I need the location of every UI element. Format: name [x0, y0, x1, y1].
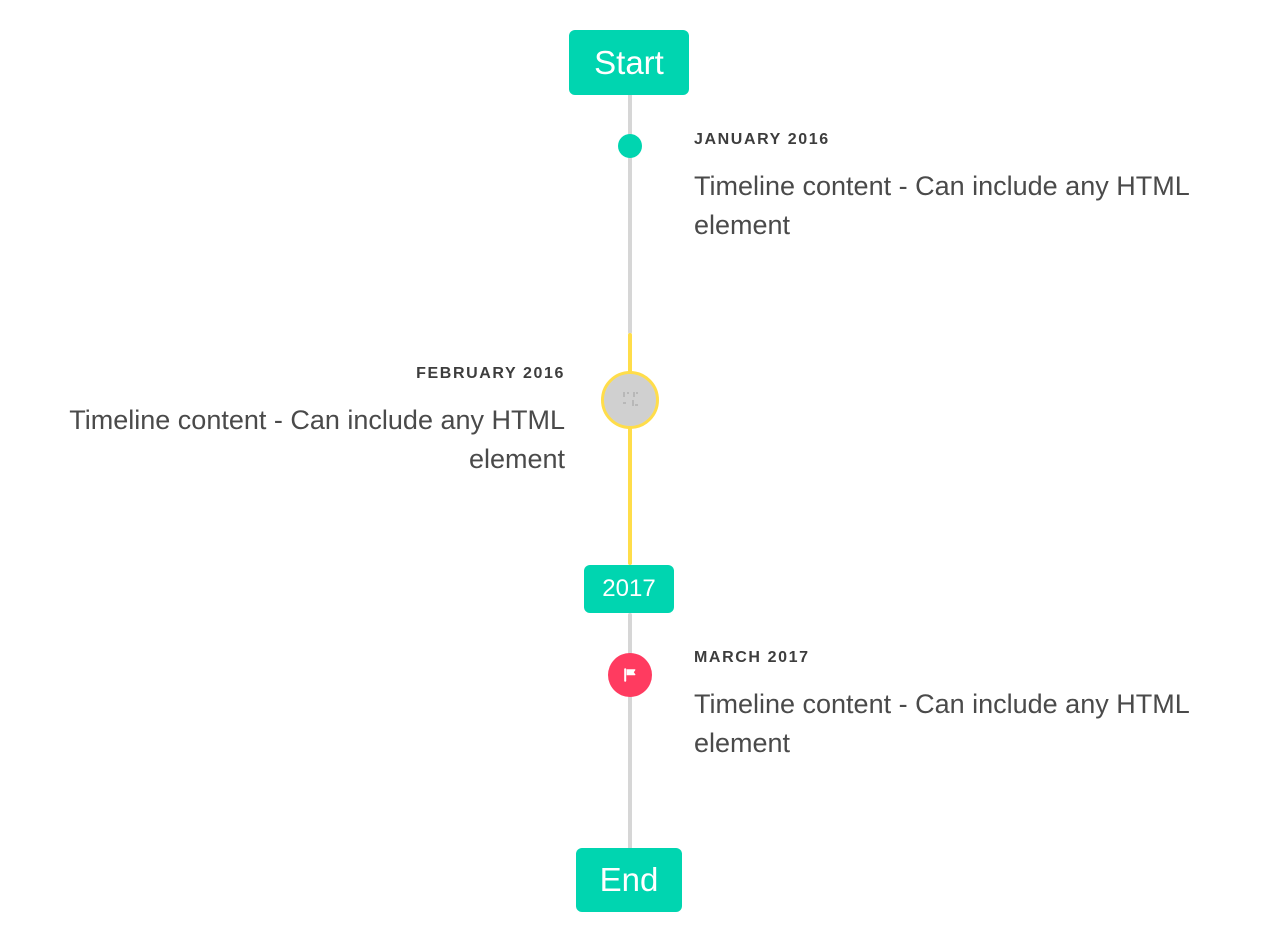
timeline-entry-january-2016: JANUARY 2016 Timeline content - Can incl…: [694, 131, 1234, 245]
timeline-entry-date: MARCH 2017: [694, 649, 810, 666]
timeline-entry-march-2017: MARCH 2017 Timeline content - Can includ…: [694, 649, 1234, 763]
timeline-entry-february-2016: FEBRUARY 2016 Timeline content - Can inc…: [34, 365, 565, 479]
timeline-year-badge[interactable]: 2017: [584, 565, 674, 613]
timeline-rail-segment-highlighted: [628, 333, 632, 565]
timeline-entry-date: FEBRUARY 2016: [416, 365, 565, 382]
timeline-start-badge[interactable]: Start: [569, 30, 689, 95]
broken-image-icon: [622, 392, 638, 408]
timeline-rail-segment-top: [628, 88, 632, 334]
timeline-rail-segment-bottom: [628, 613, 632, 853]
timeline-marker-broken-image-icon[interactable]: [601, 371, 659, 429]
timeline-entry-body: Timeline content - Can include any HTML …: [694, 170, 1189, 240]
timeline-end-badge[interactable]: End: [576, 848, 682, 912]
flag-icon: [624, 668, 636, 682]
timeline-entry-body: Timeline content - Can include any HTML …: [69, 404, 565, 474]
timeline-entry-body: Timeline content - Can include any HTML …: [694, 688, 1189, 758]
timeline-marker-dot-icon[interactable]: [618, 134, 642, 158]
timeline-entry-date: JANUARY 2016: [694, 131, 830, 148]
timeline-marker-flag[interactable]: [608, 653, 652, 697]
